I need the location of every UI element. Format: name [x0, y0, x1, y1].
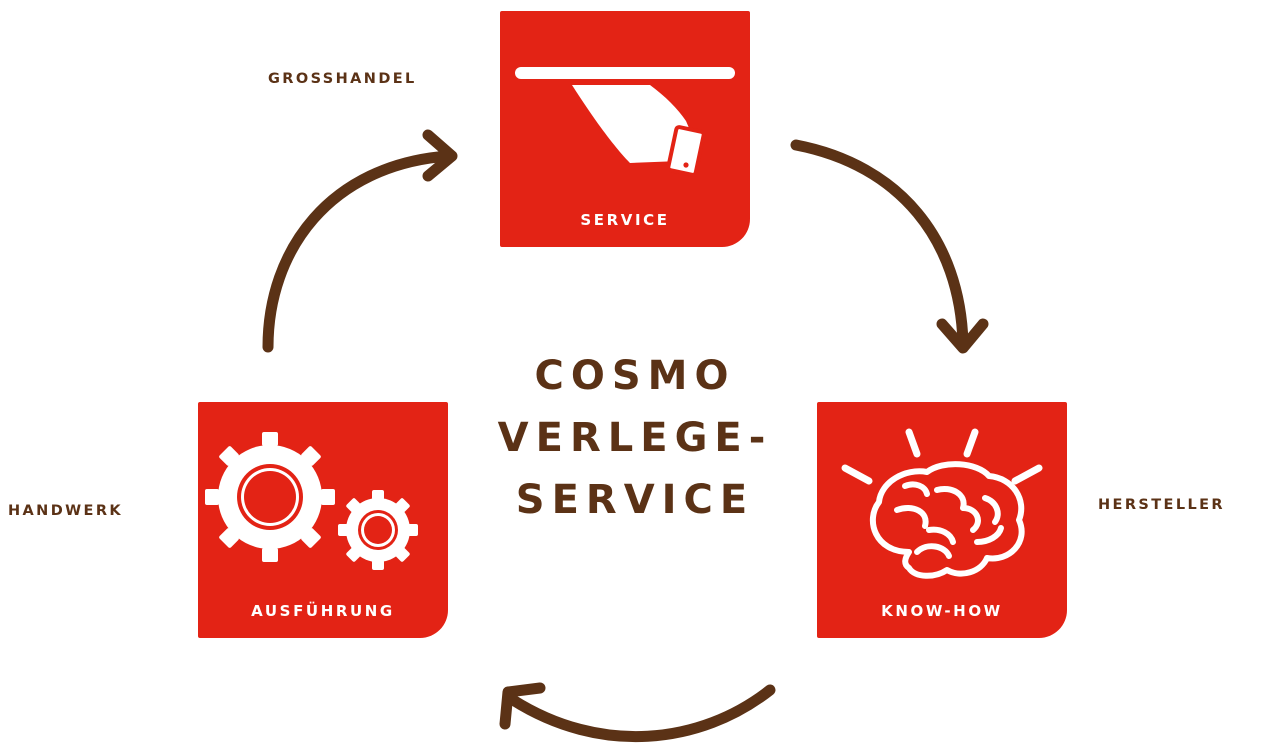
role-hersteller: HERSTELLER — [1098, 497, 1225, 513]
service-card: SERVICE — [500, 11, 750, 247]
title-line-3: SERVICE — [515, 477, 755, 523]
arrowhead-to-ausfuehrung — [499, 682, 546, 730]
ausfuehrung-card: AUSFÜHRUNG — [198, 402, 448, 638]
gears-icon — [205, 432, 418, 570]
role-handwerk: HANDWERK — [8, 503, 124, 519]
service-label: SERVICE — [580, 211, 670, 229]
arrow-service-to-knowhow — [790, 139, 969, 349]
arrowhead-to-service — [422, 129, 458, 182]
arrow-knowhow-to-ausfuehrung — [507, 684, 776, 743]
arrow-ausfuehrung-to-service — [262, 150, 454, 353]
ausfuehrung-label: AUSFÜHRUNG — [251, 602, 395, 620]
know-how-card: KNOW-HOW — [817, 402, 1067, 638]
role-grosshandel: GROSSHANDEL — [268, 71, 417, 87]
serving-hand-icon — [515, 67, 735, 177]
know-how-label: KNOW-HOW — [881, 602, 1003, 620]
brain-icon — [841, 428, 1043, 579]
title-line-1: COSMO — [534, 353, 736, 399]
title-line-2: VERLEGE- — [497, 415, 773, 461]
arrowhead-to-knowhow — [936, 318, 989, 354]
center-title: COSMO VERLEGE- SERVICE — [475, 345, 795, 531]
